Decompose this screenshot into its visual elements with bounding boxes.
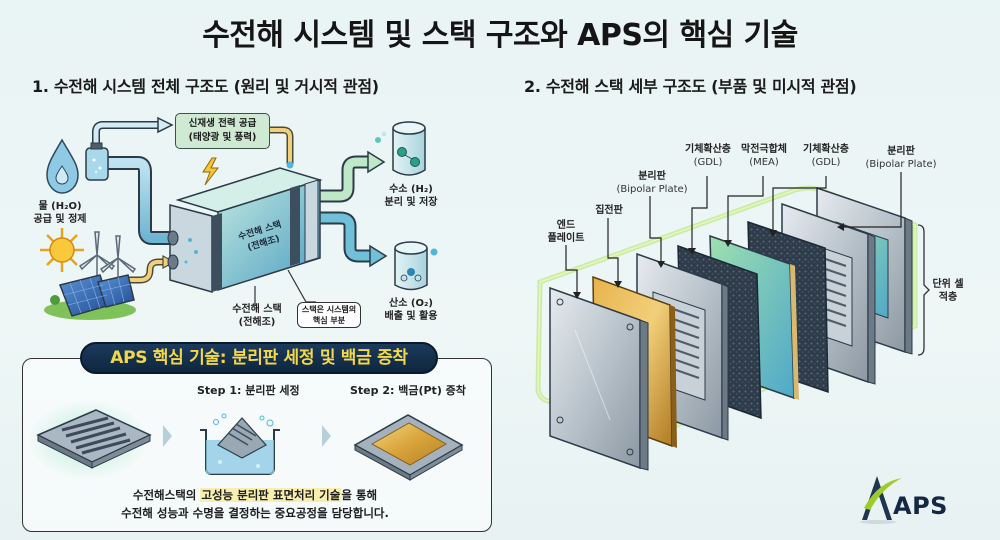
desc-highlight: 고성능 분리판 표면처리 기술 [200,488,342,502]
desc-line1-post: 을 통해 [341,488,378,502]
label-bipolar-1-ko: 분리판 [638,171,666,182]
label-gdl-2-en: (GDL) [811,157,841,168]
label-mea: 막전극합체 (MEA) [734,143,794,169]
process-arrow-icon [163,425,172,447]
hydrogen-label-line1: 수소 (H₂) [389,184,433,195]
label-mea-ko: 막전극합체 [741,144,787,155]
label-end-plate-line1: 엔드 [556,220,576,231]
aps-logo-text: APS [893,492,948,520]
stack-label: 수전해 스택 (전해조) [222,303,292,329]
label-bipolar-2-ko: 분리판 [887,146,915,157]
stack-label-line2: (전해조) [238,317,276,328]
water-filter-icon [85,142,109,181]
stack-core-callout: 스택은 시스템의 핵심 부분 [297,302,361,328]
renewable-label-line1: 신재생 전력 공급 [188,118,257,129]
label-bipolar-2-en: (Bipolar Plate) [865,159,937,170]
label-bipolar-1-en: (Bipolar Plate) [616,184,688,195]
desc-line1-pre: 수전해스택의 [132,488,201,502]
water-label-line1: 물 (H₂O) [38,201,82,212]
unit-cell-bracket [917,224,930,356]
solar-panel-icon [58,274,135,317]
label-unit-cell: 단위 셀 적층 [928,278,968,304]
label-gdl-2-ko: 기체확산층 [803,144,849,155]
water-drop-icon [46,138,79,194]
label-current-collector-text: 집전판 [595,205,623,216]
stack-label-line1: 수전해 스택 [232,304,282,315]
desc-line2: 수전해 성능과 수명을 결정하는 중요공정을 담당합니다. [121,506,389,520]
label-end-plate: 엔드 플레이트 [538,219,594,245]
label-gdl-1: 기체확산층 (GDL) [678,143,738,169]
renewable-power-box: 신재생 전력 공급 (태양광 및 풍력) [175,113,270,149]
section1-heading: 1. 수전해 시스템 전체 구조도 (원리 및 거시적 관점) [32,77,379,96]
oxygen-label: 산소 (O₂) 배출 및 활용 [378,297,444,323]
hydrogen-label-line2: 분리 및 저장 [384,197,438,208]
oxygen-label-line2: 배출 및 활용 [384,311,438,322]
unit-cell-line1: 단위 셀 [932,279,964,290]
label-current-collector: 집전판 [584,204,634,217]
platinum-coated-plate-icon [353,414,464,481]
process-arrow-icon [322,425,331,447]
label-gdl-1-ko: 기체확산층 [685,144,731,155]
water-supply-label: 물 (H₂O) 공급 및 정제 [25,200,95,226]
label-gdl-1-en: (GDL) [693,157,723,168]
renewable-label-line2: (태양광 및 풍력) [188,132,257,143]
system-diagram [40,116,438,320]
lightning-icon [202,157,220,186]
label-bipolar-plate-2: 분리판 (Bipolar Plate) [860,145,942,171]
leader-lines [565,172,902,294]
oxygen-label-line1: 산소 (O₂) [389,298,433,309]
main-title: 수전해 시스템 및 스택 구조와 APS의 핵심 기술 [202,18,798,53]
label-mea-en: (MEA) [749,157,779,168]
electrolyzer-stack [167,167,323,293]
callout-line2: 핵심 부분 [312,316,346,325]
sun-icon [40,228,84,272]
aps-logo-icon [860,476,902,524]
aps-tech-banner: APS 핵심 기술: 분리판 세정 및 백금 증착 [80,342,438,374]
label-gdl-2: 기체확산층 (GDL) [796,143,856,169]
water-label-line2: 공급 및 정제 [33,214,87,225]
unit-cell-line2: 적층 [938,292,958,303]
desc-line1: 수전해스택의 고성능 분리판 표면처리 기술을 통해 [40,486,470,504]
oxygen-tank-icon [394,241,438,291]
aps-process-diagram [28,400,464,481]
cleaning-bath-icon [200,413,280,475]
stack-end-plate [549,286,649,471]
step1-label: Step 1: 분리판 세정 [197,384,300,397]
raw-bipolar-plate-icon [28,400,152,480]
section2-heading: 2. 수전해 스택 세부 구조도 (부품 및 미시적 관점) [524,77,857,96]
hydrogen-label: 수소 (H₂) 분리 및 저장 [378,183,444,209]
hydrogen-tank-icon [375,121,426,176]
label-bipolar-plate-1: 분리판 (Bipolar Plate) [612,170,692,196]
callout-line1: 스택은 시스템의 [301,305,357,314]
aps-tech-description: 수전해스택의 고성능 분리판 표면처리 기술을 통해 수전해 성능과 수명을 결… [40,486,470,522]
step2-label: Step 2: 백금(Pt) 증착 [350,384,466,397]
label-end-plate-line2: 플레이트 [547,233,585,244]
